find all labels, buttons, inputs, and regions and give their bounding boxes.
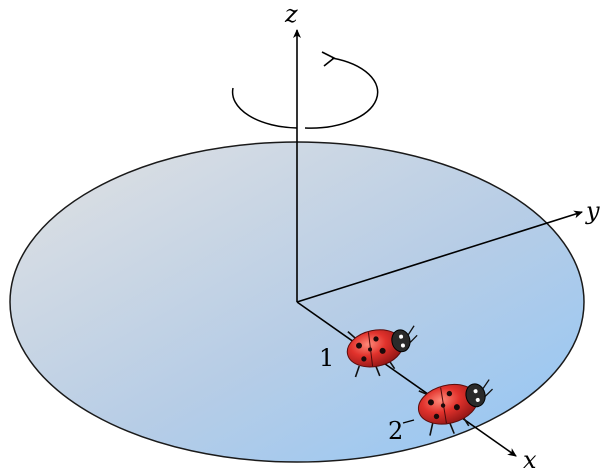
z-axis-label: z — [284, 0, 298, 28]
y-axis-label: y — [585, 197, 600, 225]
x-axis — [296, 301, 517, 457]
ladybug-2 — [417, 379, 494, 436]
ladybug-1-label: 1 — [319, 344, 334, 372]
ladybug-head — [465, 383, 486, 408]
counterclockwise-rotation-icon — [231, 51, 379, 129]
ladybug-spots — [356, 336, 386, 362]
ladybug-1 — [346, 325, 418, 378]
ladybug-head — [391, 329, 411, 353]
ladybug-legs — [347, 331, 396, 378]
ladybug-2-label: 2 — [388, 417, 403, 445]
x-axis-label: x — [523, 446, 537, 474]
ladybug-spots — [427, 390, 460, 420]
ladybug-2-label-tick — [402, 419, 415, 424]
y-axis — [296, 210, 583, 303]
